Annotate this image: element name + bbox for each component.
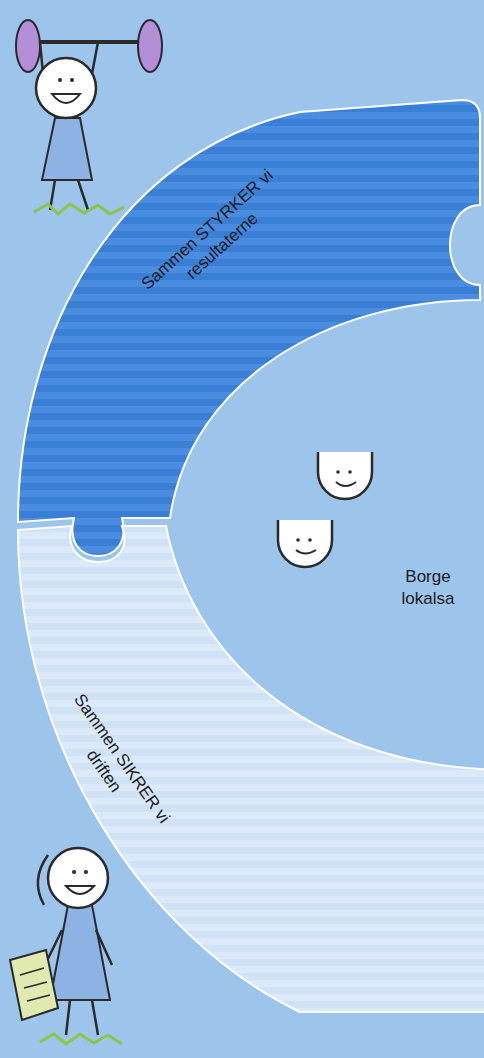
- grass: [34, 204, 124, 214]
- mouth: [296, 550, 316, 554]
- eye: [84, 870, 88, 874]
- smiley-face: [318, 452, 372, 499]
- piece-outline: [18, 526, 484, 1012]
- eye: [348, 470, 352, 474]
- face-outline: [318, 452, 372, 499]
- puzzle-piece: Sammen STYRKER vi resultaterne: [10, 90, 484, 565]
- face-outline: [278, 520, 332, 567]
- eye: [70, 78, 74, 82]
- head: [36, 58, 96, 118]
- weightlifter-figure: [16, 20, 162, 214]
- eye: [58, 78, 62, 82]
- mouth: [52, 94, 80, 103]
- dress: [42, 118, 92, 180]
- weight-plate: [16, 20, 40, 72]
- eye: [336, 470, 340, 474]
- piece-shape: [10, 90, 484, 565]
- center-label: Borge lokalsa: [390, 566, 466, 610]
- smiley-face: [278, 520, 332, 567]
- grass: [40, 1034, 122, 1044]
- eye: [72, 870, 76, 874]
- dress: [50, 905, 110, 1000]
- paper-figure: [10, 848, 122, 1044]
- leg: [66, 1000, 98, 1035]
- arm: [40, 930, 112, 975]
- eye: [308, 538, 312, 542]
- weight-plate: [138, 20, 162, 72]
- piece-outline: [18, 100, 480, 556]
- paper: [10, 950, 58, 1020]
- ponytail: [38, 855, 48, 905]
- mouth: [336, 482, 356, 486]
- paper-lines: [20, 968, 50, 1001]
- mouth: [66, 886, 94, 894]
- head: [48, 848, 108, 908]
- eye: [296, 538, 300, 542]
